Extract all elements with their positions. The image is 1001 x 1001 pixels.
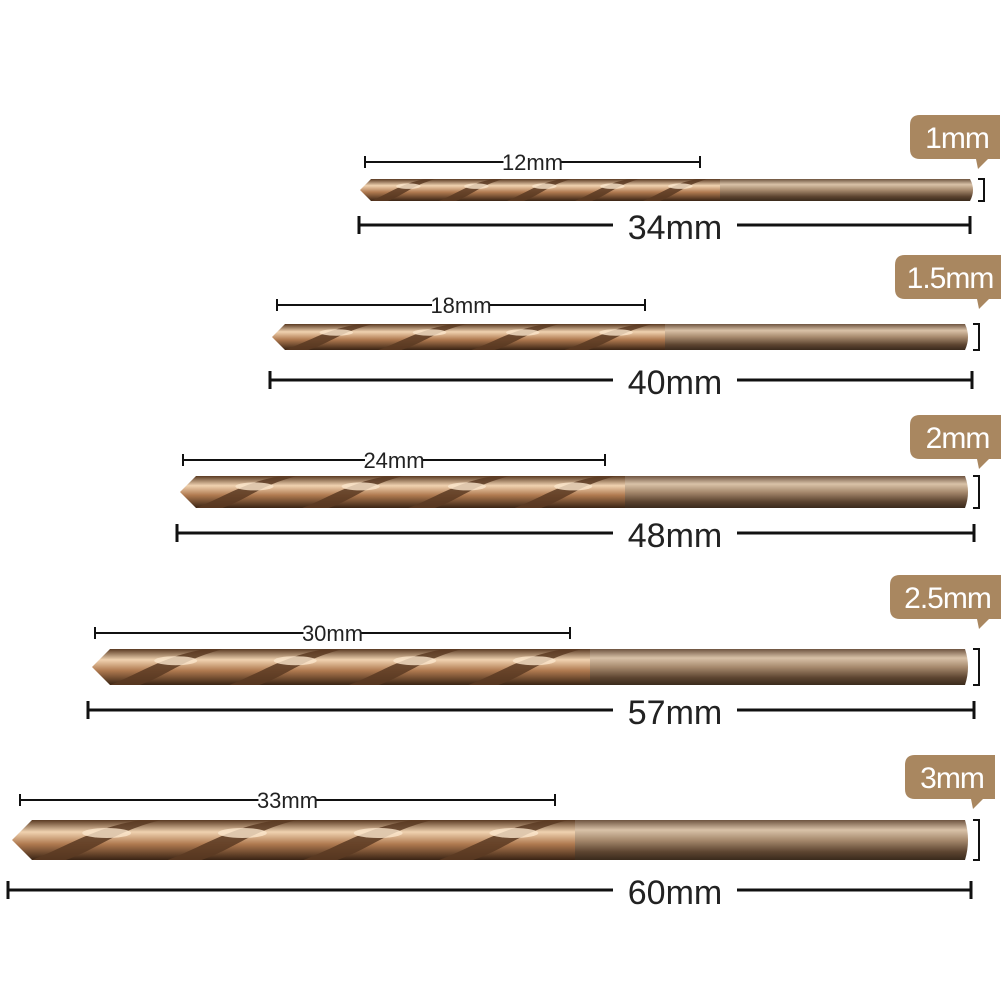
drill-flute <box>272 324 665 350</box>
drill-shank <box>605 476 968 508</box>
flute-groove <box>643 179 708 201</box>
flute-highlight <box>599 329 633 336</box>
flute-groove <box>439 179 504 201</box>
diameter-label: 2mm <box>926 422 990 455</box>
diameter-bracket <box>978 178 985 202</box>
flute-groove <box>32 820 161 860</box>
flute-length-label: 30mm <box>302 621 363 646</box>
flute-highlight <box>489 828 539 838</box>
flute-length-label: 33mm <box>257 788 318 813</box>
flute-groove <box>507 179 572 201</box>
total-length-label: 60mm <box>628 874 722 912</box>
flute-highlight <box>82 828 132 838</box>
flute-groove <box>514 476 616 508</box>
drill-shank <box>645 324 968 350</box>
flute-highlight <box>412 329 447 336</box>
flute-highlight <box>273 656 317 666</box>
flute-highlight <box>447 482 487 491</box>
flute-groove <box>196 476 297 508</box>
drill-bit-4: 2.5mm 30mm 57mm <box>86 575 1001 732</box>
diameter-label: 1mm <box>925 122 989 155</box>
drill-shank <box>700 179 973 201</box>
flute-groove <box>167 820 297 860</box>
flute-groove <box>349 649 463 685</box>
flute-highlight <box>554 482 593 491</box>
total-length-label: 34mm <box>628 209 722 247</box>
flute-groove <box>471 324 561 350</box>
flute-groove <box>302 476 404 508</box>
diameter-bracket <box>973 475 980 509</box>
flute-highlight <box>341 482 380 491</box>
flute-groove <box>468 649 583 685</box>
flute-groove <box>575 179 640 201</box>
flute-length-label: 12mm <box>502 150 563 175</box>
flute-highlight <box>393 656 437 666</box>
flute-length-label: 18mm <box>430 293 491 318</box>
drill-flute <box>180 476 625 508</box>
drill-flute <box>12 820 575 860</box>
flute-highlight <box>464 183 489 189</box>
flute-highlight <box>353 828 403 838</box>
diameter-bracket <box>973 323 980 351</box>
flute-groove <box>110 649 224 685</box>
drill-bit-5: 3mm 33mm 60mm <box>6 755 995 912</box>
diameter-label: 3mm <box>920 762 984 795</box>
flute-groove <box>285 324 374 350</box>
flute-groove <box>564 324 654 350</box>
drill-bit-1: 1mm 12mm 34mm <box>357 115 1000 247</box>
flute-highlight <box>512 656 556 666</box>
diameter-badge <box>910 415 1001 469</box>
flute-groove <box>378 324 467 350</box>
drill-shank <box>570 649 968 685</box>
diameter-label: 1.5mm <box>907 262 994 295</box>
total-length-label: 57mm <box>628 694 722 732</box>
diameter-badge <box>895 255 1001 309</box>
flute-groove <box>371 179 436 201</box>
flute-groove <box>303 820 433 860</box>
flute-highlight <box>396 183 421 189</box>
drill-bit-2: 1.5mm 18mm 40mm <box>268 255 1001 402</box>
flute-highlight <box>532 183 557 189</box>
flute-groove <box>408 476 510 508</box>
drill-shank <box>555 820 968 860</box>
flute-highlight <box>217 828 267 838</box>
diameter-badge <box>910 115 1000 169</box>
diameter-bracket <box>973 819 980 861</box>
flute-highlight <box>600 183 625 189</box>
flute-groove <box>439 820 569 860</box>
total-length-label: 40mm <box>628 364 722 402</box>
diameter-label: 2.5mm <box>904 582 991 615</box>
flute-highlight <box>319 329 354 336</box>
flute-highlight <box>154 656 198 666</box>
flute-groove <box>229 649 344 685</box>
flute-highlight <box>668 183 693 189</box>
flute-length-label: 24mm <box>363 448 424 473</box>
diameter-badge <box>905 755 995 809</box>
flute-highlight <box>235 482 274 491</box>
drill-flute <box>92 649 590 685</box>
diameter-bracket <box>973 648 980 686</box>
total-length-label: 48mm <box>628 517 722 555</box>
drill-bit-3: 2mm 24mm 48mm <box>175 415 1001 555</box>
diameter-badge <box>890 575 1001 629</box>
flute-highlight <box>506 329 540 336</box>
